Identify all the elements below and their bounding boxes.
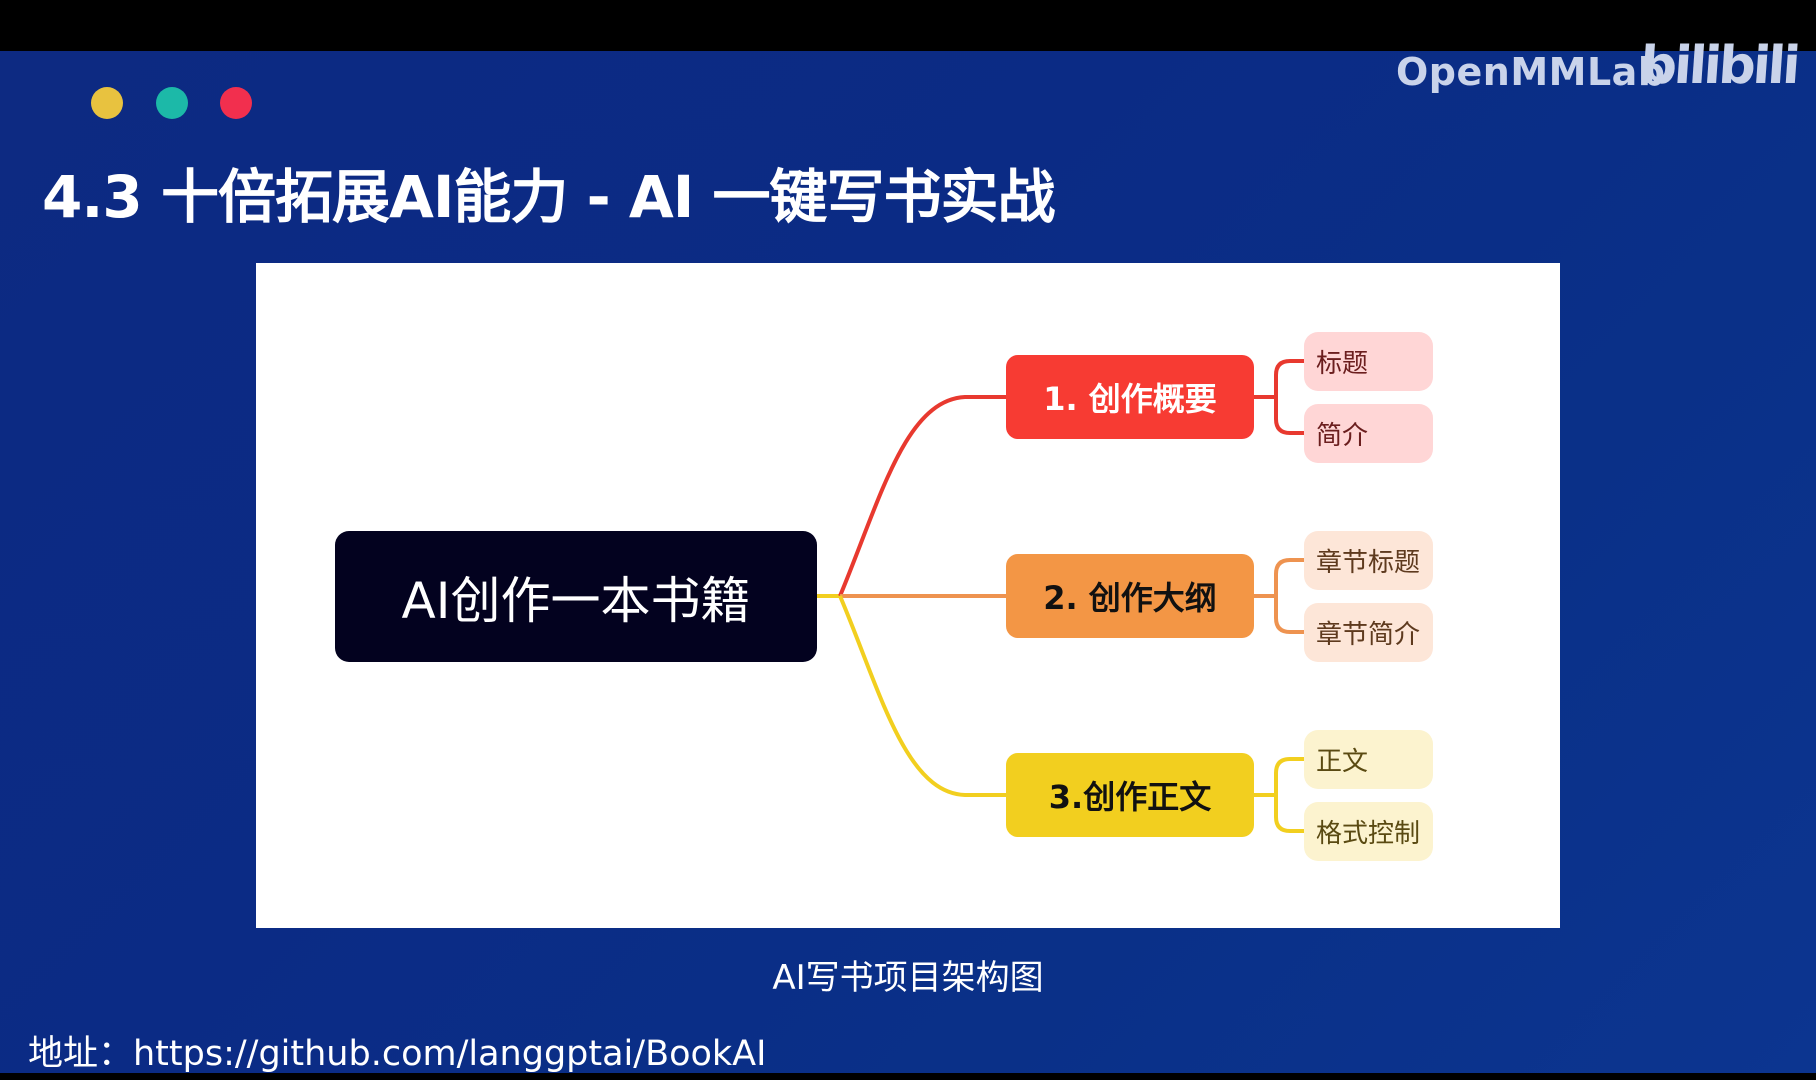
root-node-label: AI创作一本书籍 (401, 571, 751, 630)
branch-label: 1. 创作概要 (1043, 380, 1217, 418)
teal-dot-icon (156, 87, 188, 119)
leaf-label: 格式控制 (1316, 819, 1421, 849)
leaf-label: 章节标题 (1316, 548, 1421, 578)
leaf-bracket-3 (1254, 757, 1304, 833)
root-node: AI创作一本书籍 (335, 531, 817, 662)
branch-1-connector (838, 395, 1006, 597)
branch-node-outline: 2. 创作大纲 (1006, 554, 1254, 638)
leaf-bracket-1 (1254, 359, 1304, 435)
slide-title: 4.3 十倍拓展AI能力 - AI 一键写书实战 (42, 163, 1056, 231)
red-dot-icon (220, 87, 252, 119)
bottom-letterbox (0, 1073, 1816, 1080)
branch-node-body: 3.创作正文 (1006, 753, 1254, 837)
leaf-node-title: 标题 (1304, 332, 1433, 391)
branch-label: 3.创作正文 (1048, 778, 1212, 816)
leaf-node-intro: 简介 (1304, 404, 1433, 463)
leaf-node-body-text: 正文 (1304, 730, 1433, 789)
repo-url-link[interactable]: 地址：https://github.com/langgptai/BookAI (28, 1034, 767, 1074)
leaf-node-chapter-intro: 章节简介 (1304, 603, 1433, 662)
diagram-caption: AI写书项目架构图 (772, 958, 1044, 998)
leaf-label: 简介 (1316, 421, 1369, 451)
leaf-label: 标题 (1316, 349, 1369, 379)
leaf-label: 章节简介 (1316, 620, 1421, 650)
leaf-node-format-control: 格式控制 (1304, 802, 1433, 861)
branch-label: 2. 创作大纲 (1043, 579, 1217, 617)
yellow-dot-icon (91, 87, 123, 119)
leaf-label: 正文 (1316, 747, 1369, 777)
leaf-bracket-2 (1254, 558, 1304, 634)
branch-3-connector (838, 595, 1006, 797)
branch-node-summary: 1. 创作概要 (1006, 355, 1254, 439)
leaf-node-chapter-title: 章节标题 (1304, 531, 1433, 590)
openmmlab-logo: OpenMMLab (1396, 50, 1666, 94)
